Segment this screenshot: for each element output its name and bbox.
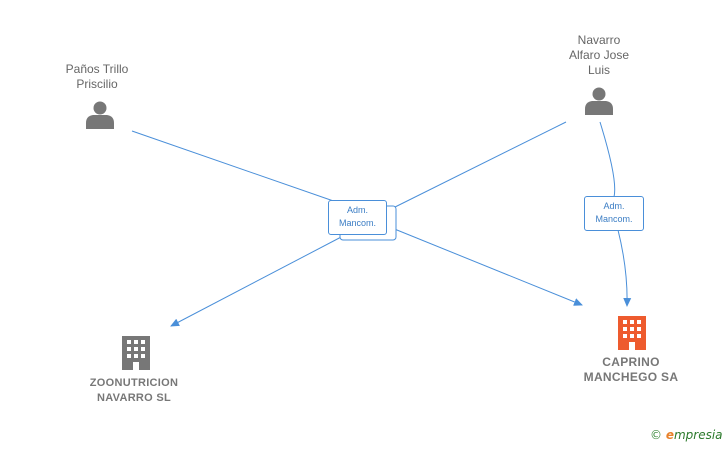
edge-center-to-caprino <box>391 227 583 306</box>
brand-rest: mpresia <box>673 428 723 442</box>
building-icon[interactable] <box>122 336 150 370</box>
copyright-symbol: © <box>650 428 662 442</box>
person-icon[interactable] <box>86 101 114 130</box>
edge-person1-to-center <box>131 130 346 206</box>
edge-person2-to-center <box>384 121 567 213</box>
person-icon[interactable] <box>585 87 613 116</box>
edge-center-to-zoonutricion <box>170 234 346 327</box>
company-label-caprino-manchego[interactable]: CAPRINO MANCHEGO SA <box>583 355 679 384</box>
edge-person2-to-caprino <box>599 121 627 306</box>
brand-watermark: © empresia <box>650 428 723 442</box>
building-icon[interactable] <box>618 316 646 350</box>
edge-label-right: Adm. Mancom. <box>584 196 644 231</box>
company-label-zoonutricion[interactable]: ZOONUTRICION NAVARRO SL <box>89 377 179 404</box>
brand-name: empresia <box>666 428 723 442</box>
brand-e: e <box>665 428 674 442</box>
person-label-panos-trillo[interactable]: Paños Trillo Priscilio <box>65 62 129 91</box>
person-label-navarro-alfaro[interactable]: Navarro Alfaro Jose Luis <box>568 33 630 77</box>
edge-label-center: Adm. Mancom. <box>328 200 387 235</box>
